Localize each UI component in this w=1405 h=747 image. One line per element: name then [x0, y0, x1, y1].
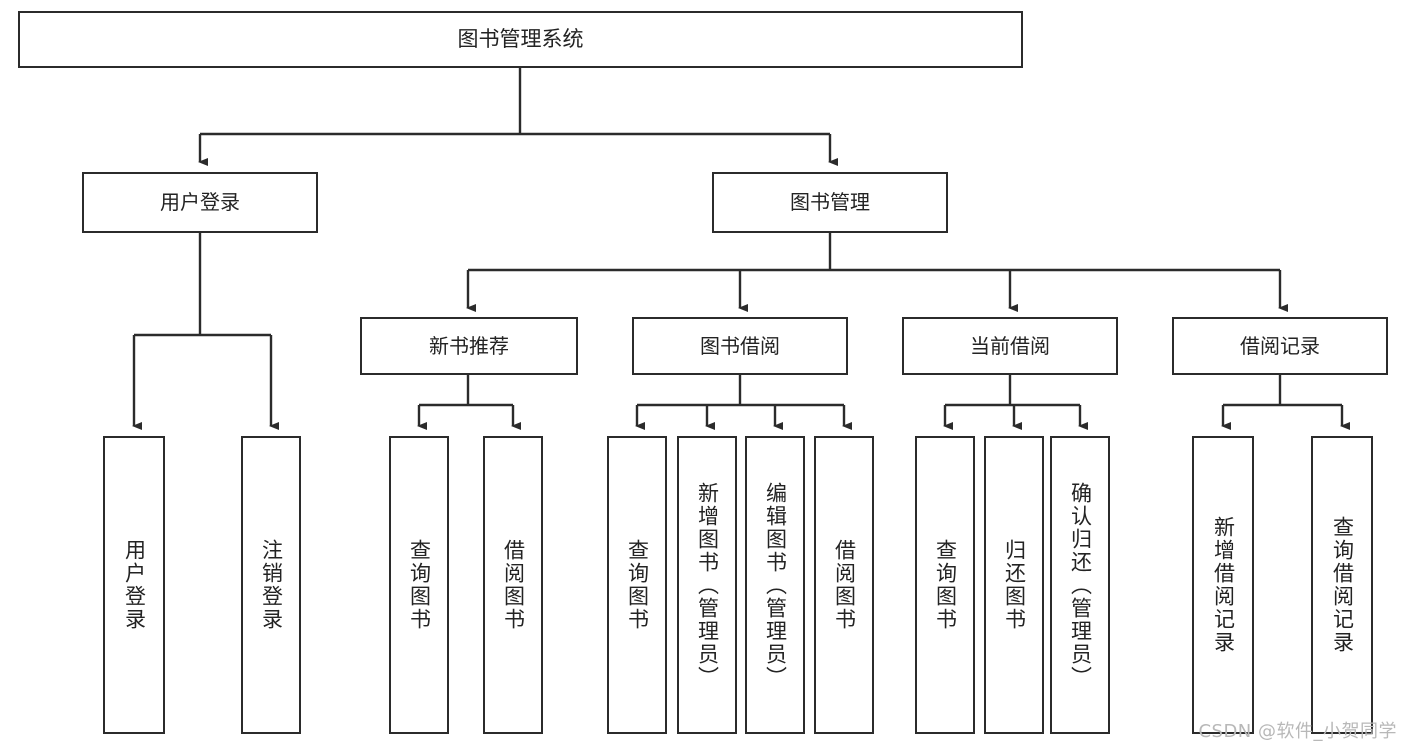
node-leaf-borrow-book-label: 借阅图书 [832, 539, 857, 631]
node-leaf-borrow-book[interactable]: 借阅图书 [814, 436, 874, 734]
node-root[interactable]: 图书管理系统 [18, 11, 1023, 68]
node-level1-user-login[interactable]: 用户登录 [82, 172, 318, 233]
node-leaf-query-borrow-record[interactable]: 查询借阅记录 [1311, 436, 1373, 734]
node-level2-book-borrow[interactable]: 图书借阅 [632, 317, 848, 375]
node-level2-borrow-records-label: 借阅记录 [1240, 333, 1320, 358]
node-level1-book-management[interactable]: 图书管理 [712, 172, 948, 233]
node-level1-book-management-label: 图书管理 [790, 190, 870, 215]
node-leaf-user-login-label: 用户登录 [122, 539, 147, 631]
node-leaf-query-book-borrow[interactable]: 查询图书 [607, 436, 667, 734]
node-leaf-query-book-current-label: 查询图书 [933, 539, 958, 631]
node-leaf-query-book-newbook[interactable]: 查询图书 [389, 436, 449, 734]
node-leaf-query-book-borrow-label: 查询图书 [625, 539, 650, 631]
node-level1-user-login-label: 用户登录 [160, 190, 240, 215]
node-leaf-add-borrow-record-label: 新增借阅记录 [1211, 516, 1236, 654]
node-leaf-add-borrow-record[interactable]: 新增借阅记录 [1192, 436, 1254, 734]
node-leaf-confirm-return-admin-label: 确认归还（管理员） [1068, 481, 1093, 689]
node-leaf-query-book-current[interactable]: 查询图书 [915, 436, 975, 734]
node-level2-current-borrow[interactable]: 当前借阅 [902, 317, 1118, 375]
node-leaf-add-book-admin[interactable]: 新增图书（管理员） [677, 436, 737, 734]
node-level2-borrow-records[interactable]: 借阅记录 [1172, 317, 1388, 375]
node-level2-book-borrow-label: 图书借阅 [700, 333, 780, 358]
node-leaf-add-book-admin-label: 新增图书（管理员） [695, 481, 720, 689]
node-leaf-query-borrow-record-label: 查询借阅记录 [1330, 516, 1355, 654]
node-leaf-logout[interactable]: 注销登录 [241, 436, 301, 734]
node-level2-new-book-recommend-label: 新书推荐 [429, 333, 509, 358]
node-leaf-edit-book-admin[interactable]: 编辑图书（管理员） [745, 436, 805, 734]
node-leaf-edit-book-admin-label: 编辑图书（管理员） [763, 481, 788, 689]
node-leaf-logout-label: 注销登录 [259, 539, 284, 631]
node-leaf-return-book-label: 归还图书 [1002, 539, 1027, 631]
node-leaf-return-book[interactable]: 归还图书 [984, 436, 1044, 734]
node-level2-current-borrow-label: 当前借阅 [970, 333, 1050, 358]
node-level2-new-book-recommend[interactable]: 新书推荐 [360, 317, 578, 375]
node-leaf-query-book-newbook-label: 查询图书 [407, 539, 432, 631]
node-root-label: 图书管理系统 [457, 26, 584, 51]
node-leaf-confirm-return-admin[interactable]: 确认归还（管理员） [1050, 436, 1110, 734]
node-leaf-borrow-book-newbook[interactable]: 借阅图书 [483, 436, 543, 734]
node-leaf-user-login[interactable]: 用户登录 [103, 436, 165, 734]
node-leaf-borrow-book-newbook-label: 借阅图书 [501, 539, 526, 631]
